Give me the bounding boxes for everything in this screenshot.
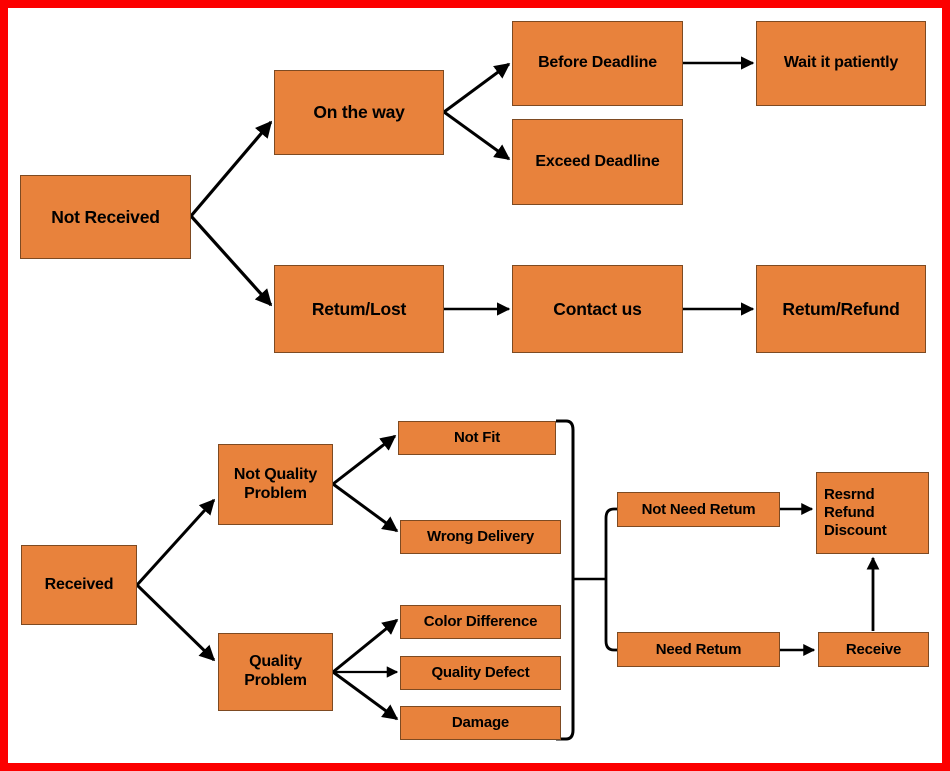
- node-need-return[interactable]: Need Retum: [617, 632, 780, 667]
- node-quality-problem[interactable]: Quality Problem: [218, 633, 333, 711]
- node-return-refund[interactable]: Retum/Refund: [756, 265, 926, 353]
- node-resend-refund-discount[interactable]: Resrnd Refund Discount: [816, 472, 929, 554]
- node-color-difference[interactable]: Color Difference: [400, 605, 561, 639]
- node-contact-us[interactable]: Contact us: [512, 265, 683, 353]
- node-before-deadline[interactable]: Before Deadline: [512, 21, 683, 106]
- node-not-need-return[interactable]: Not Need Retum: [617, 492, 780, 527]
- edge-quality-problem-to-color-difference: [332, 618, 399, 674]
- edge-quality-problem-to-damage: [332, 670, 399, 721]
- node-on-the-way[interactable]: On the way: [274, 70, 444, 155]
- node-not-received[interactable]: Not Received: [20, 175, 191, 259]
- node-not-quality-problem[interactable]: Not Quality Problem: [218, 444, 333, 525]
- edge-received-to-not-quality-problem: [135, 498, 216, 587]
- edge-not-received-to-return-lost: [189, 214, 273, 307]
- edge-leaf-group-bracket: [556, 419, 575, 741]
- edge-not-received-to-on-the-way: [189, 120, 273, 218]
- node-quality-defect[interactable]: Quality Defect: [400, 656, 561, 690]
- edge-on-the-way-to-before-deadline: [443, 62, 511, 114]
- edge-not-quality-problem-to-wrong-delivery: [332, 482, 399, 533]
- node-not-fit[interactable]: Not Fit: [398, 421, 556, 455]
- node-damage[interactable]: Damage: [400, 706, 561, 740]
- edge-not-quality-problem-to-not-fit: [332, 434, 397, 486]
- edge-splitter-to-not-need-return: [604, 507, 619, 579]
- node-return-lost[interactable]: Retum/Lost: [274, 265, 444, 353]
- node-wait-it-patiently[interactable]: Wait it patiently: [756, 21, 926, 106]
- edge-on-the-way-to-exceed-deadline: [443, 110, 511, 161]
- node-wrong-delivery[interactable]: Wrong Delivery: [400, 520, 561, 554]
- node-received[interactable]: Received: [21, 545, 137, 625]
- edge-splitter-to-need-return: [604, 579, 619, 652]
- edge-received-to-quality-problem: [135, 583, 216, 662]
- node-exceed-deadline[interactable]: Exceed Deadline: [512, 119, 683, 205]
- node-receive[interactable]: Receive: [818, 632, 929, 667]
